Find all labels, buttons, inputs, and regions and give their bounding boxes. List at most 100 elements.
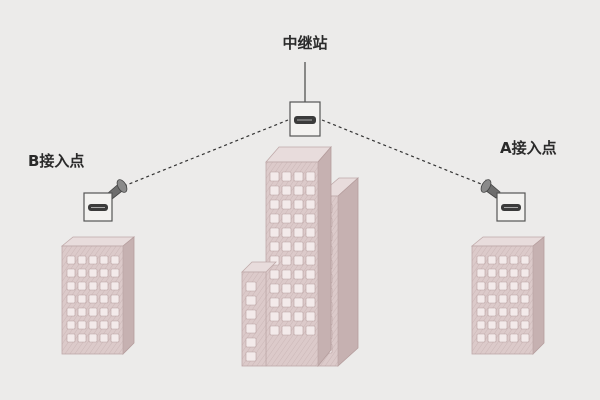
access-point-b-device bbox=[83, 179, 128, 222]
window bbox=[520, 307, 530, 317]
window bbox=[99, 268, 109, 278]
window bbox=[281, 199, 292, 210]
window bbox=[305, 227, 316, 238]
window bbox=[476, 307, 486, 317]
window bbox=[498, 307, 508, 317]
window bbox=[245, 295, 257, 306]
relay-device-icon bbox=[289, 101, 321, 137]
window-grid bbox=[66, 255, 120, 343]
window bbox=[487, 255, 497, 265]
window bbox=[520, 255, 530, 265]
relay-station bbox=[289, 62, 321, 137]
window bbox=[293, 241, 304, 252]
window bbox=[293, 269, 304, 280]
window bbox=[305, 269, 316, 280]
window bbox=[99, 294, 109, 304]
window bbox=[99, 255, 109, 265]
window bbox=[66, 268, 76, 278]
window bbox=[487, 294, 497, 304]
window bbox=[498, 268, 508, 278]
window bbox=[281, 185, 292, 196]
window bbox=[245, 323, 257, 334]
window bbox=[269, 213, 280, 224]
window bbox=[476, 294, 486, 304]
window bbox=[88, 268, 98, 278]
window bbox=[269, 325, 280, 336]
access-point-device-icon bbox=[83, 192, 113, 222]
window bbox=[66, 255, 76, 265]
window bbox=[293, 185, 304, 196]
window bbox=[509, 268, 519, 278]
window bbox=[305, 283, 316, 294]
access-point-a-device bbox=[480, 179, 526, 222]
window bbox=[305, 171, 316, 182]
window bbox=[305, 241, 316, 252]
window bbox=[305, 199, 316, 210]
window bbox=[88, 320, 98, 330]
window bbox=[77, 320, 87, 330]
window bbox=[281, 213, 292, 224]
window bbox=[509, 333, 519, 343]
window bbox=[281, 255, 292, 266]
window bbox=[77, 307, 87, 317]
window bbox=[245, 337, 257, 348]
window bbox=[293, 213, 304, 224]
building-center-left bbox=[241, 261, 277, 367]
access-point-a-label: A接入点 bbox=[500, 139, 557, 157]
window bbox=[269, 241, 280, 252]
window bbox=[293, 227, 304, 238]
window bbox=[520, 268, 530, 278]
window bbox=[520, 320, 530, 330]
window bbox=[476, 320, 486, 330]
link-relay-to-a bbox=[321, 119, 487, 187]
window bbox=[66, 320, 76, 330]
window bbox=[110, 333, 120, 343]
window bbox=[269, 283, 280, 294]
window bbox=[509, 307, 519, 317]
window bbox=[305, 325, 316, 336]
window bbox=[110, 268, 120, 278]
window bbox=[293, 311, 304, 322]
building-center bbox=[241, 145, 360, 368]
window bbox=[66, 281, 76, 291]
window bbox=[498, 255, 508, 265]
window bbox=[77, 268, 87, 278]
window bbox=[269, 185, 280, 196]
window bbox=[476, 333, 486, 343]
window bbox=[305, 297, 316, 308]
window bbox=[110, 294, 120, 304]
window bbox=[487, 268, 497, 278]
window bbox=[245, 351, 257, 362]
window-grid bbox=[269, 171, 316, 336]
window bbox=[498, 294, 508, 304]
window bbox=[110, 307, 120, 317]
window bbox=[269, 297, 280, 308]
window bbox=[498, 333, 508, 343]
window bbox=[293, 297, 304, 308]
window bbox=[281, 269, 292, 280]
window bbox=[520, 294, 530, 304]
window bbox=[520, 333, 530, 343]
window bbox=[498, 320, 508, 330]
window bbox=[88, 294, 98, 304]
window bbox=[509, 294, 519, 304]
window bbox=[476, 255, 486, 265]
window bbox=[305, 255, 316, 266]
window bbox=[281, 311, 292, 322]
window bbox=[293, 283, 304, 294]
window bbox=[99, 281, 109, 291]
window bbox=[99, 333, 109, 343]
window bbox=[509, 281, 519, 291]
window bbox=[269, 269, 280, 280]
window bbox=[269, 171, 280, 182]
window bbox=[88, 307, 98, 317]
window bbox=[245, 309, 257, 320]
window bbox=[293, 171, 304, 182]
access-point-b-label: B接入点 bbox=[28, 152, 84, 170]
window bbox=[77, 333, 87, 343]
building-left bbox=[60, 236, 136, 355]
window bbox=[293, 325, 304, 336]
window bbox=[110, 320, 120, 330]
window bbox=[269, 199, 280, 210]
window bbox=[110, 281, 120, 291]
